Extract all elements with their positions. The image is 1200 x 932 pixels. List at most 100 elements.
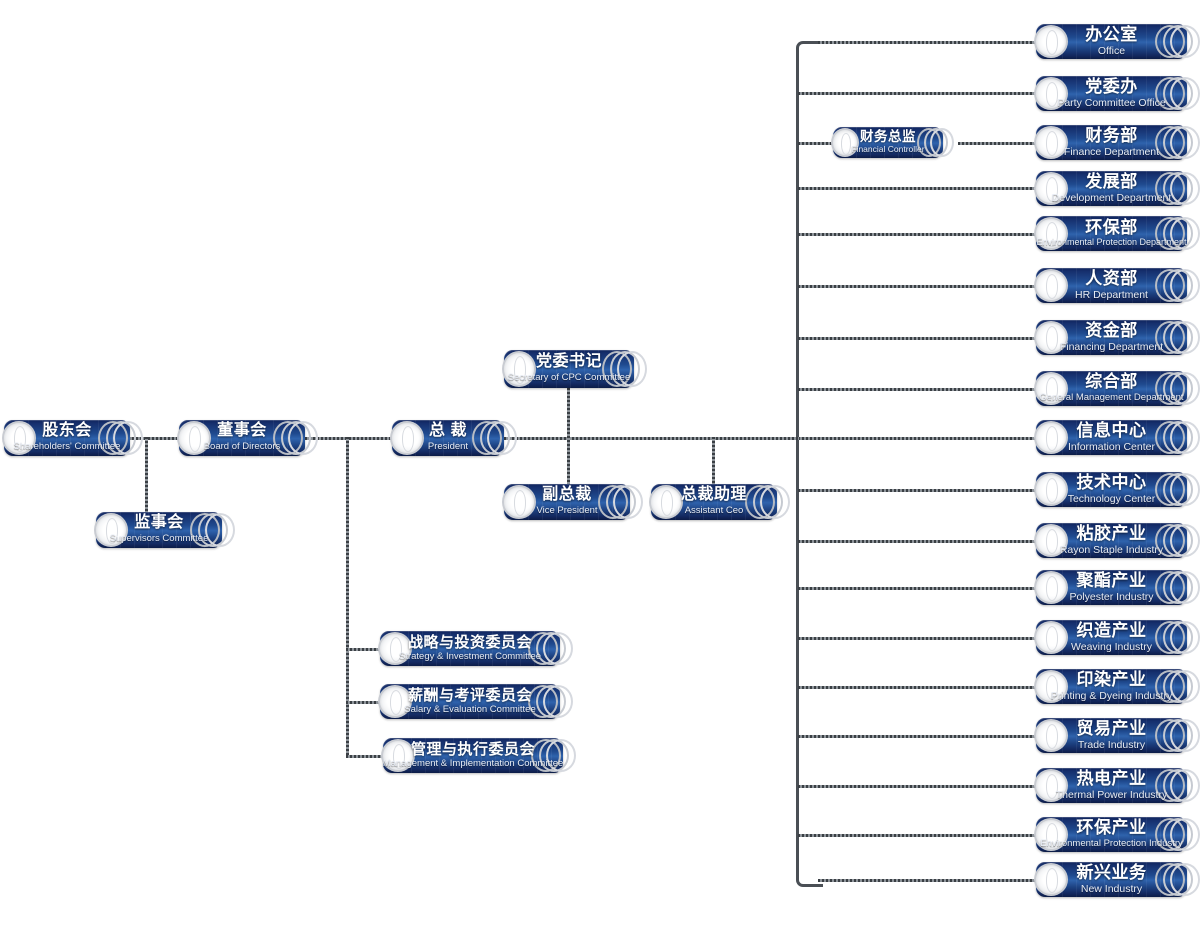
node-label-zh: 董事会 xyxy=(217,422,267,440)
branch-line-9 xyxy=(798,437,1036,440)
link-supervisors-drop xyxy=(145,437,148,531)
branch-line-13 xyxy=(798,637,1036,640)
cylinder-cap-icon xyxy=(1034,321,1068,354)
node-label-en: New Industry xyxy=(1080,882,1143,895)
node-department-technology-center[interactable]: 技术中心 Technology Center xyxy=(1034,472,1200,507)
committee-branch-2 xyxy=(346,701,381,704)
node-label-en: Development Department xyxy=(1051,191,1172,204)
cylinder-echo-icon xyxy=(1170,621,1200,654)
cylinder-echo-icon xyxy=(1170,473,1200,506)
node-department-information-center[interactable]: 信息中心 Information Center xyxy=(1034,420,1200,455)
node-department-development[interactable]: 发展部 Development Department xyxy=(1034,171,1200,206)
node-label-en: Environmental Protection Department xyxy=(1036,237,1187,248)
node-label-en: Board of Directors xyxy=(203,441,281,453)
node-department-general-management[interactable]: 综合部 General Management Department xyxy=(1034,371,1200,406)
node-financial-controller[interactable]: 财务总监 Financial Controller xyxy=(831,127,954,158)
cylinder-echo-icon xyxy=(1155,863,1185,896)
cylinder-cap-icon xyxy=(381,739,415,772)
node-label-en: Printing & Dyeing Industry xyxy=(1050,689,1173,702)
node-label-en: Financing Department xyxy=(1059,340,1164,353)
node-label-en: Financial Controller xyxy=(851,144,925,155)
branch-line-18 xyxy=(818,879,1036,882)
cylinder-echo-icon xyxy=(1163,524,1193,557)
node-industry-new[interactable]: 新兴业务 New Industry xyxy=(1034,862,1200,897)
node-label-zh: 党委办 xyxy=(1085,76,1138,96)
branch-line-12 xyxy=(798,587,1036,590)
cylinder-echo-icon xyxy=(1163,621,1193,654)
cylinder-echo-icon xyxy=(1155,269,1185,302)
cylinder-echo-icon xyxy=(1170,524,1200,557)
node-department-finance[interactable]: 财务部 Finance Department xyxy=(1034,125,1200,160)
node-president[interactable]: 总 裁 President xyxy=(390,420,517,456)
cylinder-cap-icon xyxy=(1034,621,1068,654)
node-industry-polyester[interactable]: 聚酯产业 Polyester Industry xyxy=(1034,570,1200,605)
node-department-office[interactable]: 办公室 Office xyxy=(1034,24,1200,59)
node-label-zh: 热电产业 xyxy=(1076,768,1147,788)
cylinder-echo-icon xyxy=(1163,25,1193,58)
cylinder-echo-icon xyxy=(1163,269,1193,302)
branch-line-10 xyxy=(798,489,1036,492)
cylinder-echo-icon xyxy=(1170,863,1200,896)
node-label-en: Finance Department xyxy=(1063,145,1160,158)
branch-line-4 xyxy=(798,187,1036,190)
committee-trunk xyxy=(346,437,349,757)
node-industry-weaving[interactable]: 织造产业 Weaving Industry xyxy=(1034,620,1200,655)
node-label-en: Strategy & Investment Committee xyxy=(398,650,542,662)
node-label-en: Environmental Protection Industry xyxy=(1040,838,1183,850)
cylinder-echo-icon xyxy=(924,128,948,157)
node-industry-environmental-protection[interactable]: 环保产业 Environmental Protection Industry xyxy=(1034,817,1200,852)
cylinder-echo-icon xyxy=(1170,571,1200,604)
node-industry-trade[interactable]: 贸易产业 Trade Industry xyxy=(1034,718,1200,753)
node-label-en: Office xyxy=(1097,44,1126,57)
cylinder-echo-icon xyxy=(613,485,643,519)
cylinder-cap-icon xyxy=(1034,769,1068,802)
cylinder-cap-icon xyxy=(502,351,536,387)
node-label-en: Information Center xyxy=(1068,440,1155,453)
cylinder-echo-icon xyxy=(598,485,628,519)
branch-line-11 xyxy=(798,540,1036,543)
cylinder-cap-icon xyxy=(1034,571,1068,604)
cylinder-cap-icon xyxy=(1034,863,1068,896)
node-shareholders-committee[interactable]: 股东会 Shareholders' Committee xyxy=(2,420,143,456)
node-committee-management[interactable]: 管理与执行委员会 Management & Implementation Com… xyxy=(381,738,576,773)
node-committee-salary[interactable]: 薪酬与考评委员会 Salary & Evaluation Committee xyxy=(378,684,573,719)
cylinder-cap-icon xyxy=(1034,269,1068,302)
node-label-zh: 资金部 xyxy=(1085,320,1138,340)
node-assistant-ceo[interactable]: 总裁助理 Assistant Ceo xyxy=(649,484,790,520)
node-label-en: Technology Center xyxy=(1067,492,1156,505)
node-department-party-committee-office[interactable]: 党委办 Party Committee Office xyxy=(1034,76,1200,111)
cylinder-cap-icon xyxy=(2,421,36,455)
link-assistant-ceo xyxy=(712,437,715,500)
node-vice-president[interactable]: 副总裁 Vice President xyxy=(502,484,643,520)
node-label-en: Shareholders' Committee xyxy=(13,441,121,453)
node-label-en: HR Department xyxy=(1075,288,1148,301)
cylinder-cap-icon xyxy=(1034,25,1068,58)
branch-line-3b xyxy=(958,142,1036,145)
node-industry-printing-dyeing[interactable]: 印染产业 Printing & Dyeing Industry xyxy=(1034,669,1200,704)
cylinder-cap-icon xyxy=(1034,719,1068,752)
node-label-zh: 股东会 xyxy=(42,422,92,440)
cylinder-echo-icon xyxy=(1163,77,1193,110)
cylinder-cap-icon xyxy=(177,421,211,455)
branch-line-14 xyxy=(798,686,1036,689)
node-department-hr[interactable]: 人资部 HR Department xyxy=(1034,268,1200,303)
node-department-environmental-protection[interactable]: 环保部 Environmental Protection Department xyxy=(1034,216,1200,251)
node-label-zh: 技术中心 xyxy=(1076,472,1147,492)
node-industry-rayon-staple[interactable]: 粘胶产业 Rayon Staple Industry xyxy=(1034,523,1200,558)
cylinder-cap-icon xyxy=(378,632,412,665)
branch-line-5 xyxy=(798,233,1036,236)
node-label-en: Supervisors Committee xyxy=(109,533,209,545)
cylinder-echo-icon xyxy=(1163,863,1193,896)
node-cpc-secretary[interactable]: 党委书记 Secretary of CPC Committee xyxy=(502,350,647,388)
node-label-zh: 财务总监 xyxy=(860,129,916,145)
cylinder-echo-icon xyxy=(606,485,636,519)
node-industry-thermal-power[interactable]: 热电产业 Thermal Power Industry xyxy=(1034,768,1200,803)
node-label-en: Thermal Power Industry xyxy=(1055,788,1168,801)
node-department-financing[interactable]: 资金部 Financing Department xyxy=(1034,320,1200,355)
node-board-of-directors[interactable]: 董事会 Board of Directors xyxy=(177,420,318,456)
node-label-zh: 副总裁 xyxy=(542,486,592,504)
node-committee-strategy[interactable]: 战略与投资委员会 Strategy & Investment Committee xyxy=(378,631,573,666)
node-label-zh: 新兴业务 xyxy=(1076,862,1147,882)
node-supervisors-committee[interactable]: 监事会 Supervisors Committee xyxy=(94,512,235,548)
link-shareholders-board xyxy=(128,437,183,440)
